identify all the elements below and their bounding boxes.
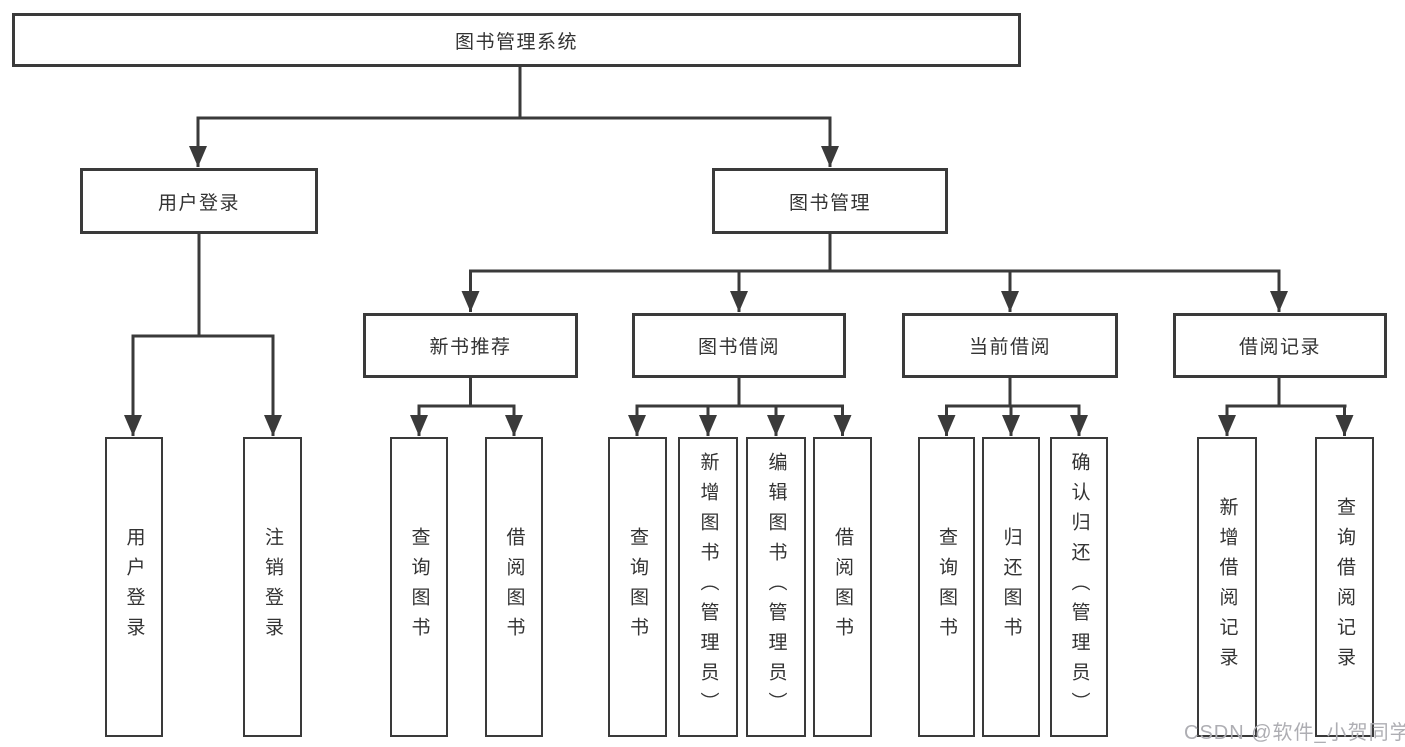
leaf-borrow-query-book: 查询图书: [608, 437, 667, 737]
node-root-system: 图书管理系统: [12, 13, 1021, 67]
node-book-management: 图书管理: [712, 168, 948, 234]
csdn-watermark: CSDN @软件_小贺同学: [1184, 722, 1405, 744]
node-new-book-recommend-label: 新书推荐: [429, 337, 512, 358]
node-book-borrow: 图书借阅: [632, 313, 846, 378]
node-user-login-label: 用户登录: [157, 192, 240, 214]
leaf-return-book: 归还图书: [982, 437, 1040, 737]
node-borrow-record-label: 借阅记录: [1238, 337, 1321, 358]
leaf-newbook-borrow-book: 借阅图书: [485, 437, 543, 737]
node-book-management-label: 图书管理: [788, 192, 871, 214]
node-root-label: 图书管理系统: [454, 31, 578, 53]
node-new-book-recommend: 新书推荐: [363, 313, 578, 378]
leaf-add-book-admin: 新增图书（管理员）: [678, 437, 738, 737]
node-current-borrow-label: 当前借阅: [968, 337, 1051, 358]
leaf-newbook-query-book: 查询图书: [390, 437, 448, 737]
leaf-user-login: 用户登录: [105, 437, 163, 737]
leaf-confirm-return-admin: 确认归还（管理员）: [1050, 437, 1108, 737]
leaf-borrow-book: 借阅图书: [813, 437, 872, 737]
leaf-query-borrow-record: 查询借阅记录: [1315, 437, 1374, 737]
leaf-current-query-book: 查询图书: [918, 437, 975, 737]
leaf-logout: 注销登录: [243, 437, 302, 737]
node-current-borrow: 当前借阅: [902, 313, 1118, 378]
node-book-borrow-label: 图书借阅: [697, 337, 780, 358]
node-borrow-record: 借阅记录: [1173, 313, 1387, 378]
node-user-login: 用户登录: [80, 168, 318, 234]
leaf-add-borrow-record: 新增借阅记录: [1197, 437, 1257, 737]
leaf-edit-book-admin: 编辑图书（管理员）: [746, 437, 806, 737]
